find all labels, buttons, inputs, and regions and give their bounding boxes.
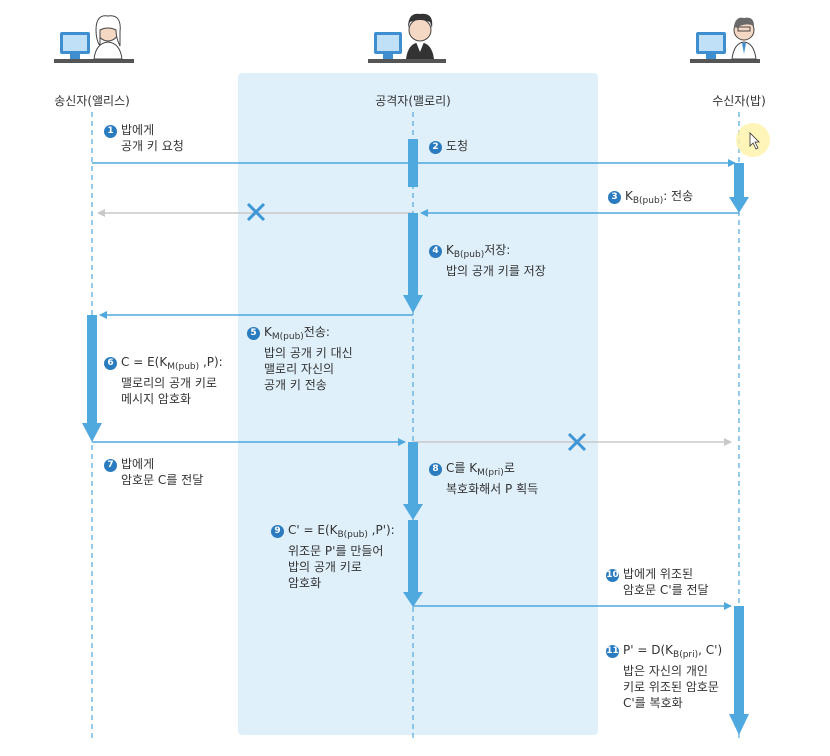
step-11-line-3: C'를 복호화 — [623, 696, 683, 710]
activation-attacker-9 — [408, 520, 418, 592]
step-9-pre: C' = E(K — [288, 523, 338, 537]
step-3-sub: B(pub) — [632, 196, 664, 206]
activation-attacker-4-head — [403, 295, 423, 313]
step-4-post: 저장: — [484, 243, 511, 257]
step-5-post: 전송: — [303, 325, 330, 339]
step-9-line-2: 밥의 공개 키로 — [288, 560, 362, 574]
cross-mark-2 — [567, 432, 587, 452]
step-6-sub: M(pub) — [167, 362, 200, 372]
step-8-sub: M(pri) — [477, 468, 504, 478]
actor-receiver-label: 수신자(밥) — [712, 94, 766, 108]
step-10-number: 10 — [606, 569, 619, 582]
step-9-number: 9 — [271, 525, 284, 538]
step-5-line-1: 밥의 공개 키 대신 — [264, 346, 353, 360]
step-11-sub: B(pri) — [673, 650, 699, 660]
step-3-pre: K — [625, 189, 633, 203]
activation-attacker-8 — [408, 442, 418, 504]
step-3-number: 3 — [608, 191, 621, 204]
step-10-label: 10 밥에게 위조된 암호문 C'를 전달 — [606, 566, 709, 598]
step-9-label: 9 C' = E(KB(pub) ,P'): 위조문 P'를 만들어 밥의 공개 … — [271, 522, 395, 591]
step-1-number: 1 — [104, 125, 117, 138]
attacker-avatar — [368, 13, 446, 63]
activation-sender-6 — [87, 315, 97, 423]
step-11-label: 11 P' = D(KB(pri), C') 밥은 자신의 개인 키로 위조된 암… — [606, 642, 722, 711]
cursor-icon — [749, 132, 760, 150]
step-6-number: 6 — [104, 357, 117, 370]
step-1-line-1: 밥에게 — [121, 123, 155, 137]
step-5-line-2: 맬로리 자신의 — [264, 362, 335, 376]
step-5-pre: K — [264, 325, 272, 339]
activation-receiver-11-head — [729, 714, 749, 735]
step-7-number: 7 — [104, 459, 117, 472]
sender-avatar — [54, 15, 134, 63]
step-7-line-2: 암호문 C를 전달 — [121, 473, 204, 487]
step-6-label: 6 C = E(KM(pub) ,P): 맬로리의 공개 키로 메시지 암호화 — [104, 354, 223, 407]
step-1-line-2: 공개 키 요청 — [121, 139, 184, 153]
step-5-line-3: 공개 키 전송 — [264, 378, 327, 392]
step-7-line-1: 밥에게 — [121, 457, 155, 471]
step-4-pre: K — [446, 243, 454, 257]
step-11-line-2: 키로 위조된 암호문 — [623, 680, 719, 694]
step-6-line-2: 메시지 암호화 — [121, 392, 192, 406]
activation-attacker-2 — [408, 139, 418, 187]
activation-attacker-4 — [408, 213, 418, 295]
step-8-label: 8 C를 KM(pri)로 복호화해서 P 획득 — [429, 460, 538, 497]
step-1-label: 1 밥에게 공개 키 요청 — [104, 122, 184, 154]
step-9-post: ,P'): — [367, 523, 395, 537]
actor-sender-label: 송신자(앨리스) — [54, 94, 130, 108]
step-8-line-1: 복호화해서 P 획득 — [446, 482, 539, 496]
step-6-pre: C = E(K — [121, 355, 168, 369]
actor-attacker-label: 공격자(맬로리) — [375, 94, 451, 108]
step-5-number: 5 — [247, 327, 260, 340]
step-9-line-3: 암호화 — [288, 576, 322, 590]
step-2-label: 2 도청 — [429, 138, 468, 154]
step-6-line-1: 맬로리의 공개 키로 — [121, 376, 217, 390]
step-8-post: 로 — [503, 461, 515, 475]
step-9-line-1: 위조문 P'를 만들어 — [288, 544, 384, 558]
step-2-number: 2 — [429, 141, 442, 154]
step-10-line-1: 밥에게 위조된 — [623, 567, 694, 581]
step-5-sub: M(pub) — [271, 332, 304, 342]
step-10-line-2: 암호문 C'를 전달 — [623, 583, 709, 597]
step-8-number: 8 — [429, 463, 442, 476]
step-9-sub: B(pub) — [337, 530, 368, 540]
step-11-line-1: 밥은 자신의 개인 — [623, 664, 708, 678]
step-11-pre: P' = D(K — [623, 643, 674, 657]
step-6-post: ,P): — [199, 355, 223, 369]
step-3-post: : 전송 — [663, 189, 694, 203]
activation-receiver-11 — [734, 606, 744, 714]
step-7-label: 7 밥에게 암호문 C를 전달 — [104, 456, 203, 488]
step-11-post: , C') — [698, 643, 723, 657]
activation-sender-6-head — [82, 423, 102, 442]
activation-receiver-3-head — [729, 197, 749, 213]
cross-mark-1 — [246, 202, 266, 222]
receiver-avatar — [690, 17, 760, 63]
activation-receiver-3 — [734, 163, 744, 197]
step-2-line-1: 도청 — [446, 139, 469, 153]
step-11-number: 11 — [606, 645, 619, 658]
step-4-line-1: 밥의 공개 키를 저장 — [446, 264, 546, 278]
step-8-pre: C를 K — [446, 461, 478, 475]
activation-attacker-9-head — [403, 592, 423, 607]
step-4-number: 4 — [429, 245, 442, 258]
step-4-sub: B(pub) — [453, 250, 485, 260]
activation-attacker-8-head — [403, 504, 423, 520]
